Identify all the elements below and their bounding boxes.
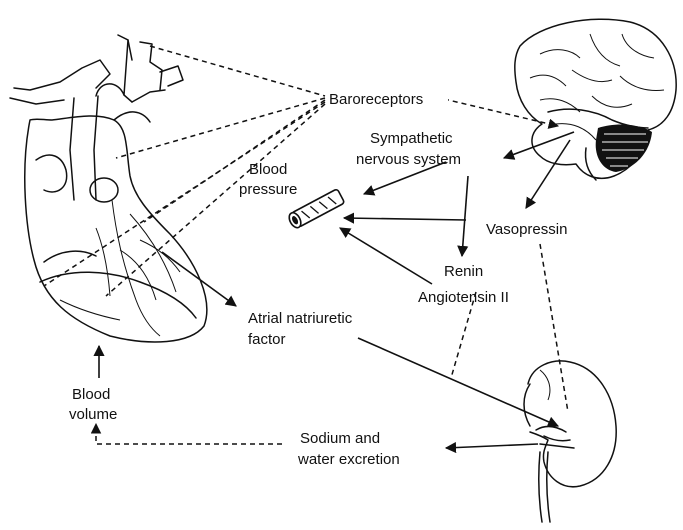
label-vasopressin: Vasopressin <box>486 221 567 238</box>
label-blood-volume-line2: volume <box>69 406 117 423</box>
label-blood-pressure-line1: Blood <box>249 161 287 178</box>
label-baroreceptors: Baroreceptors <box>329 91 423 108</box>
baroreceptor-line-atrial <box>116 98 325 158</box>
label-renin: Renin <box>444 263 483 280</box>
baroreceptor-to-brain-arrow <box>444 99 558 126</box>
label-sodium-line2: water excretion <box>297 451 400 468</box>
brain-illustration <box>515 19 676 180</box>
kidney-to-sodium-arrow <box>446 444 538 448</box>
angiotensin-to-vessel-arrow <box>340 228 432 284</box>
label-sympathetic-line1: Sympathetic <box>370 130 453 147</box>
vasopressin-to-kidney-line <box>540 244 568 412</box>
labels: Baroreceptors Sympathetic nervous system… <box>69 88 567 468</box>
baroreceptor-line-left <box>106 104 325 296</box>
brain-to-sympathetic-arrow <box>504 132 574 158</box>
dashed-connectors <box>44 46 568 444</box>
label-blood-pressure-line2: pressure <box>239 181 297 198</box>
label-anf-line1: Atrial natriuretic <box>248 310 353 327</box>
label-sympathetic-line2: nervous system <box>356 151 461 168</box>
heart-illustration <box>10 35 207 342</box>
label-sodium-line1: Sodium and <box>300 430 380 447</box>
sodium-to-volume-arrow <box>96 424 282 444</box>
baroreceptor-line-aortic <box>150 46 325 96</box>
kidney-illustration <box>524 361 616 522</box>
brain-to-vasopressin-arrow <box>526 140 570 208</box>
label-anf-line2: factor <box>248 331 286 348</box>
vasopressin-to-vessel-arrow <box>344 218 466 220</box>
sympathetic-to-renin-arrow <box>462 176 468 256</box>
label-angiotensin: Angiotensin II <box>418 289 509 306</box>
label-blood-volume-line1: Blood <box>72 386 110 403</box>
